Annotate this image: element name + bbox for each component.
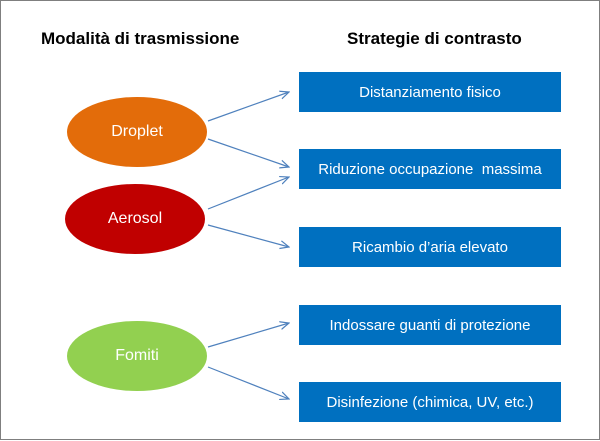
strategy-disinfezione: Disinfezione (chimica, UV, etc.): [299, 382, 561, 422]
arrow-droplet-to-distanziamento: [207, 92, 289, 122]
strategy-riduzione-occupazione: Riduzione occupazione massima: [299, 149, 561, 189]
mode-aerosol: Aerosol: [65, 184, 205, 254]
strategy-guanti: Indossare guanti di protezione: [299, 305, 561, 345]
mode-droplet-label: Droplet: [111, 123, 163, 140]
arrow-aerosol-to-riduzione: [207, 177, 289, 210]
arrow-droplet-to-riduzione: [207, 138, 289, 167]
counter-strategies-heading: Strategie di contrasto: [347, 29, 522, 48]
arrow-fomiti-to-guanti: [207, 323, 289, 348]
transmission-modes-heading: Modalità di trasmissione: [41, 29, 240, 48]
strategy-distanziamento-label: Distanziamento fisico: [359, 83, 501, 101]
arrow-fomiti-to-disinfezione: [207, 366, 289, 399]
strategy-distanziamento: Distanziamento fisico: [299, 72, 561, 112]
strategy-ricambio-aria: Ricambio d’aria elevato: [299, 227, 561, 267]
strategy-disinfezione-label: Disinfezione (chimica, UV, etc.): [326, 393, 534, 411]
strategy-guanti-label: Indossare guanti di protezione: [329, 316, 531, 334]
arrow-aerosol-to-ricambio: [207, 224, 289, 247]
strategy-ricambio-aria-label: Ricambio d’aria elevato: [352, 238, 508, 256]
mode-aerosol-label: Aerosol: [107, 210, 163, 227]
mode-fomiti: Fomiti: [67, 321, 207, 391]
mode-fomiti-label: Fomiti: [115, 347, 159, 364]
mode-droplet: Droplet: [67, 97, 207, 167]
strategy-riduzione-occupazione-label: Riduzione occupazione massima: [318, 160, 542, 178]
